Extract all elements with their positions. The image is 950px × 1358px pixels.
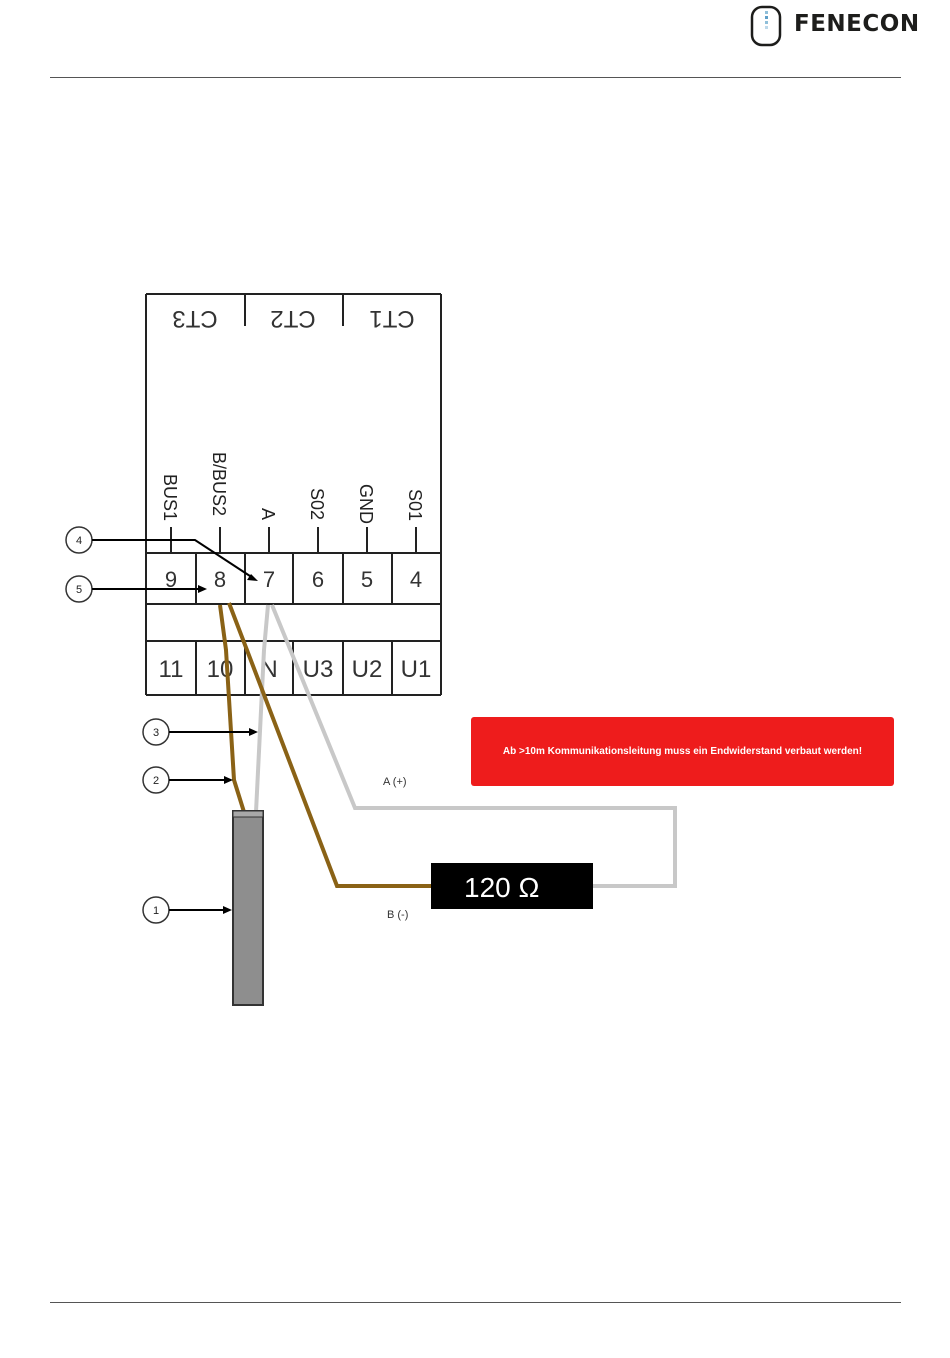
- terminal-6: 6: [312, 567, 324, 592]
- terminal-8: 8: [214, 567, 226, 592]
- terminal-u2: U2: [352, 656, 383, 683]
- pin-label-bus1: BUS1: [160, 474, 180, 521]
- warning-banner: Ab >10m Kommunikationsleitung muss ein E…: [471, 717, 894, 786]
- terminal-11: 11: [159, 656, 184, 683]
- terminal-u1: U1: [401, 656, 432, 683]
- pin-label-a: A: [258, 508, 278, 520]
- pin-label-s02: S02: [307, 488, 327, 520]
- callout-2: 2: [143, 767, 233, 793]
- svg-text:4: 4: [76, 535, 82, 547]
- callout-1: 1: [143, 897, 232, 923]
- svg-text:5: 5: [76, 584, 82, 596]
- pin-label-gnd: GND: [356, 484, 376, 524]
- wire-b-label: B (-): [387, 909, 408, 921]
- meter-body: [146, 294, 441, 695]
- pin-label-bbus2: B/BUS2: [209, 452, 229, 516]
- cable-sleeve: [233, 811, 263, 1005]
- svg-text:1: 1: [153, 905, 159, 917]
- ct1-label: CT1: [369, 305, 414, 332]
- wire-a-label: A (+): [383, 776, 407, 788]
- ct3-label: CT3: [172, 305, 217, 332]
- svg-text:2: 2: [153, 775, 159, 787]
- resistor-label: 120 Ω: [464, 872, 539, 903]
- callout-5: 5: [66, 576, 207, 602]
- warning-text: Ab >10m Kommunikationsleitung muss ein E…: [503, 746, 862, 757]
- terminal-7: 7: [263, 567, 275, 592]
- terminal-4: 4: [410, 567, 422, 592]
- pin-label-s01: S01: [405, 489, 425, 521]
- svg-text:3: 3: [153, 727, 159, 739]
- ct2-label: CT2: [270, 305, 315, 332]
- terminal-5: 5: [361, 567, 373, 592]
- callout-3: 3: [143, 719, 258, 745]
- terminal-u3: U3: [303, 656, 334, 683]
